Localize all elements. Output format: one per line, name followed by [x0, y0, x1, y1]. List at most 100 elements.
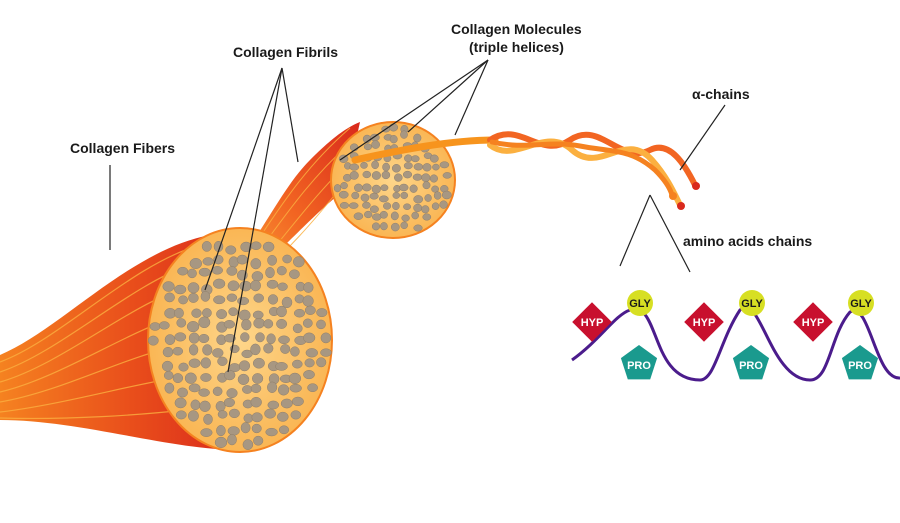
- fibril-dot: [266, 333, 276, 345]
- helix-strand-1: [487, 131, 698, 188]
- fibril-dot: [354, 183, 363, 192]
- fibril-dot: [276, 305, 287, 318]
- fibril-dot: [164, 334, 176, 345]
- fibril-dot: [177, 387, 188, 398]
- fibril-dot: [241, 319, 252, 331]
- fibril-dot: [290, 410, 302, 420]
- fibril-dot: [413, 195, 424, 204]
- fibril-dot: [228, 408, 240, 419]
- fibril-dot: [320, 332, 332, 344]
- fibril-dot: [291, 396, 304, 407]
- fibril-dot: [429, 174, 438, 183]
- helix-strand-3: [489, 139, 675, 198]
- fibril-dot: [253, 293, 264, 303]
- fibril-dot: [237, 373, 250, 385]
- fibril-dot: [442, 172, 452, 179]
- fibril-dot: [242, 385, 253, 394]
- fibril-dot: [217, 356, 228, 366]
- fibril-dot: [429, 154, 439, 163]
- label-collagen-fibrils: Collagen Fibrils: [233, 44, 338, 60]
- fibril-dot: [225, 245, 237, 255]
- fibril-dot: [302, 318, 313, 328]
- fibril-dot: [404, 154, 413, 163]
- fibril-dot: [369, 192, 379, 200]
- fibril-dot: [216, 309, 228, 320]
- fibril-dot: [188, 332, 200, 344]
- fibril-dot: [252, 310, 264, 320]
- fibril-dot: [223, 397, 235, 408]
- fibril-dot: [252, 357, 265, 369]
- fibril-dot: [411, 155, 420, 163]
- fibril-dot: [303, 282, 314, 293]
- fibril-dot: [250, 258, 262, 270]
- fibril-dot: [402, 170, 413, 179]
- fibril-dot: [251, 412, 263, 423]
- fibril-dot: [363, 143, 372, 151]
- fibril-dot: [238, 360, 251, 372]
- fibril-dot: [163, 370, 174, 380]
- fibril-dot: [174, 284, 187, 295]
- pro-label: PRO: [739, 360, 763, 372]
- fibril-dot: [198, 333, 210, 344]
- fibril-dot: [250, 343, 261, 356]
- fibril-dot: [202, 344, 213, 356]
- fibril-dot: [214, 436, 228, 448]
- fibril-dot: [422, 163, 432, 172]
- fibril-dot: [203, 413, 213, 425]
- fibril-dot: [237, 296, 250, 306]
- leader-fibrils-2: [227, 67, 283, 373]
- fibril-dot: [379, 210, 388, 219]
- fibril-dot: [211, 266, 223, 275]
- fibril-dot: [277, 411, 289, 422]
- fibril-dot: [174, 307, 184, 319]
- fibril-dot: [364, 210, 373, 219]
- fibril-dot: [188, 383, 201, 393]
- fibril-dot: [162, 346, 174, 358]
- fibril-dot: [390, 222, 400, 232]
- fibril-dot: [240, 422, 251, 434]
- fibril-dot: [200, 373, 212, 382]
- fibril-dot: [224, 369, 236, 381]
- fibril-dot: [236, 254, 248, 265]
- fibril-dot: [413, 133, 422, 143]
- fibril-dot: [362, 201, 371, 209]
- fibril-dot: [242, 439, 254, 450]
- fibril-dot: [413, 224, 423, 232]
- fibril-dot: [378, 195, 389, 203]
- fibril-dot: [278, 335, 290, 345]
- fibril-dot: [292, 323, 303, 334]
- fibril-dot: [251, 271, 264, 282]
- fibril-dot: [392, 201, 400, 211]
- fibril-dot: [178, 295, 188, 305]
- fibril-dot: [187, 410, 199, 422]
- fibril-dot: [401, 214, 410, 222]
- fibril-dot: [250, 241, 262, 250]
- fibril-dot: [369, 133, 380, 142]
- fibril-dot: [305, 348, 318, 358]
- triple-helix: [351, 131, 700, 210]
- leader-fibrils-3: [281, 67, 299, 163]
- fibril-dot: [267, 400, 280, 410]
- fibril-dot: [188, 344, 199, 356]
- gly-circle: [627, 290, 653, 316]
- fibril-dot: [411, 211, 419, 220]
- fibril-dot: [262, 241, 275, 253]
- pro-label: PRO: [627, 360, 651, 372]
- fibril-dot: [304, 358, 315, 368]
- fibril-dot: [403, 162, 413, 170]
- fibril-dot: [421, 173, 431, 183]
- fibril-dot: [340, 182, 348, 190]
- fibril-dot: [399, 183, 409, 192]
- fibril-dot: [226, 293, 238, 302]
- fibril-dot: [175, 410, 187, 420]
- fibril-dot: [250, 396, 262, 408]
- fibril-dot: [250, 383, 262, 393]
- fibril-dot: [212, 278, 226, 289]
- fibril-dot: [409, 184, 418, 193]
- label-collagen-fibers: Collagen Fibers: [70, 140, 175, 156]
- gly-circle: [848, 290, 874, 316]
- fibril-dot: [161, 360, 174, 372]
- label-alpha-chains: α-chains: [692, 86, 750, 102]
- fibril-dot: [289, 269, 300, 279]
